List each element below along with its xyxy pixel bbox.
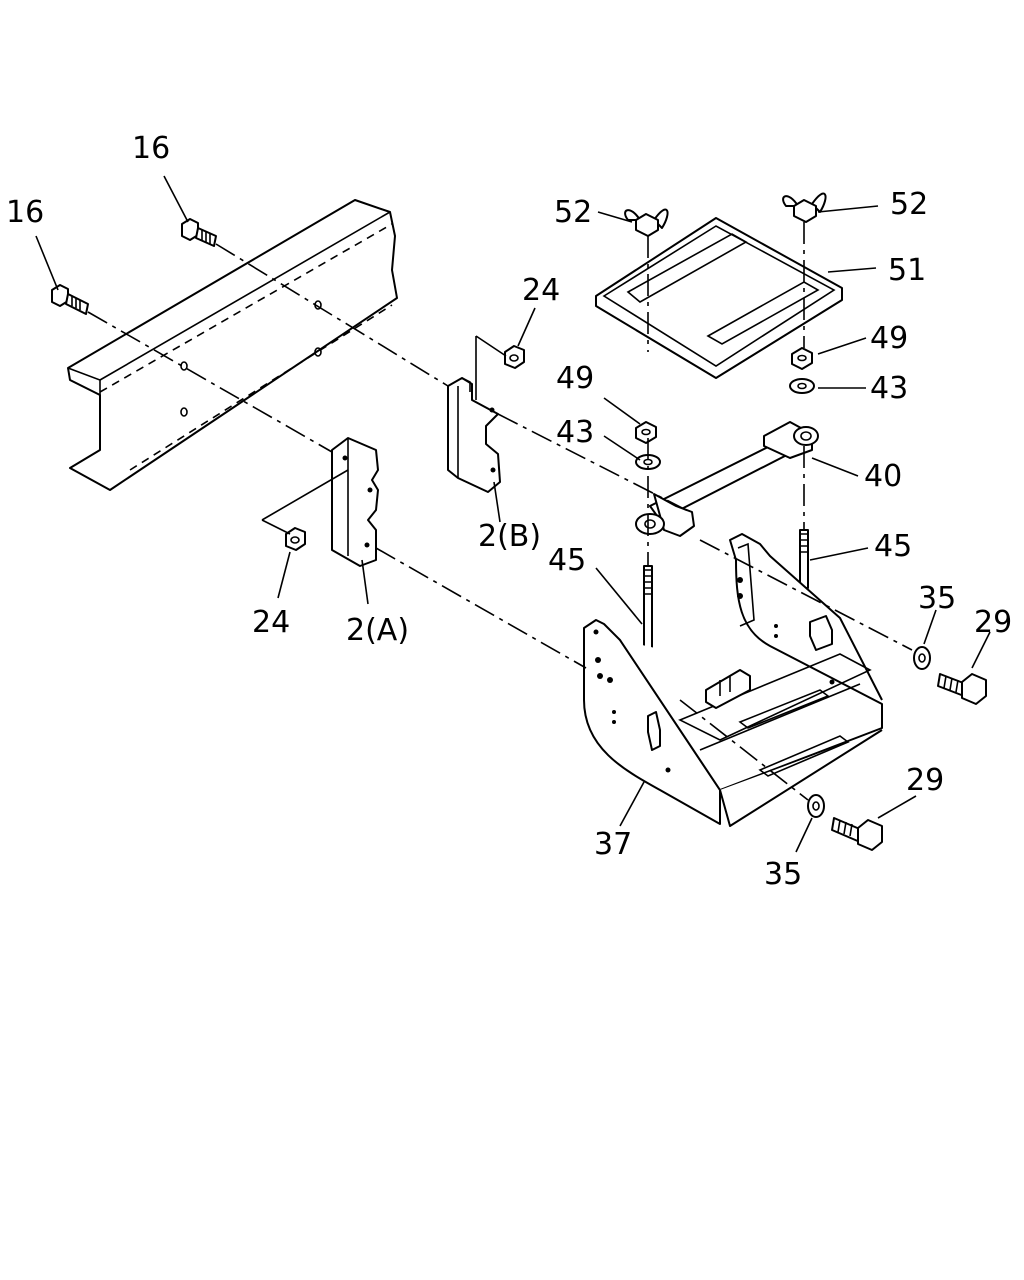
callout-51: 51 bbox=[888, 253, 926, 288]
callout-52-right: 52 bbox=[890, 187, 928, 222]
callout-16-upper: 16 bbox=[132, 131, 170, 166]
callout-2b: 2(B) bbox=[478, 519, 541, 554]
leader-lines bbox=[35, 175, 991, 853]
callout-labels: 16 16 24 24 2(A) 2(B) 52 52 51 49 49 43 … bbox=[6, 131, 1012, 892]
battery-tray-37 bbox=[583, 533, 883, 827]
callout-45-left: 45 bbox=[548, 543, 586, 578]
bracket-2b bbox=[447, 377, 501, 493]
wing-nut-52-left bbox=[624, 208, 669, 237]
callout-29-upper: 29 bbox=[974, 605, 1012, 640]
callout-24-upper: 24 bbox=[522, 273, 560, 308]
callout-35-upper: 35 bbox=[918, 581, 956, 616]
bolt-29-upper bbox=[937, 673, 987, 705]
nut-49-left bbox=[635, 421, 657, 444]
washer-35-lower bbox=[807, 794, 825, 818]
callout-45-right: 45 bbox=[874, 529, 912, 564]
battery-cover-51 bbox=[595, 217, 843, 379]
j-bolt-45-right bbox=[799, 529, 809, 589]
retainer-bar-40 bbox=[635, 421, 819, 537]
callout-43-right: 43 bbox=[870, 371, 908, 406]
callout-35-lower: 35 bbox=[764, 857, 802, 892]
callout-43-left: 43 bbox=[556, 415, 594, 450]
bolt-16-upper bbox=[181, 218, 217, 247]
callout-49-left: 49 bbox=[556, 361, 594, 396]
assembly-center-lines bbox=[87, 222, 913, 801]
washer-35-upper bbox=[913, 646, 931, 670]
callout-49-right: 49 bbox=[870, 321, 908, 356]
nut-24-upper bbox=[504, 345, 525, 369]
washer-43-right bbox=[789, 378, 815, 394]
callout-37: 37 bbox=[594, 827, 632, 862]
callout-29-lower: 29 bbox=[906, 763, 944, 798]
bolt-29-lower bbox=[831, 817, 883, 851]
frame-rail bbox=[67, 199, 398, 491]
callout-24-lower: 24 bbox=[252, 605, 290, 640]
nut-24-lower bbox=[285, 527, 306, 551]
callout-52-left: 52 bbox=[554, 195, 592, 230]
bracket-2a bbox=[331, 437, 379, 567]
callout-2a: 2(A) bbox=[346, 613, 409, 648]
wing-nut-52-right bbox=[782, 192, 827, 223]
callout-40: 40 bbox=[864, 459, 902, 494]
callout-16-lower: 16 bbox=[6, 195, 44, 230]
bolt-16-lower bbox=[51, 284, 89, 315]
nut-49-right bbox=[791, 347, 813, 370]
